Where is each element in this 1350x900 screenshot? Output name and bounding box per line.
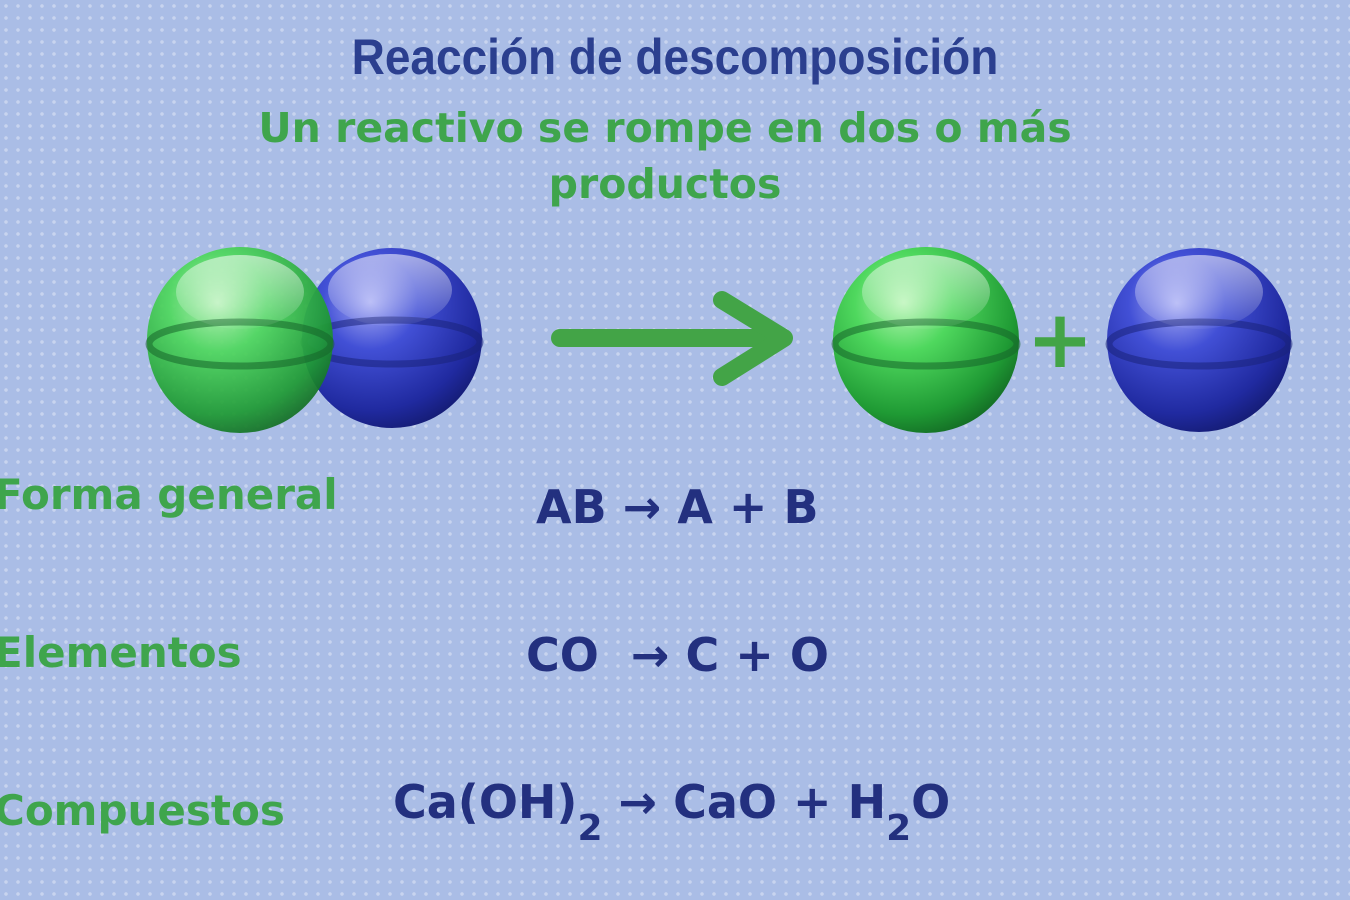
eq-reactant: AB: [536, 480, 607, 534]
equation-general-form: AB → A + B: [536, 480, 819, 534]
eq-plus: +: [728, 480, 768, 534]
eq-reactant-subscript: 2: [577, 808, 603, 849]
reaction-arrow-icon: [551, 291, 793, 386]
eq-product-2-end: O: [911, 775, 951, 829]
plus-sign: +: [1026, 293, 1093, 386]
eq-arrow-icon: →: [630, 628, 670, 682]
row-label-elements: Elementos: [0, 628, 242, 677]
eq-product-2: H: [847, 775, 887, 829]
eq-arrow-icon: →: [622, 480, 662, 534]
product-blue-sphere: [1105, 248, 1293, 432]
eq-plus: +: [735, 628, 774, 682]
eq-product-1: A: [677, 480, 713, 534]
reactant-green-sphere: [145, 247, 335, 433]
row-label-general-form: Forma general: [0, 470, 338, 519]
equation-elements: CO → C + O: [526, 628, 829, 682]
reactant-blue-sphere: [300, 248, 484, 428]
eq-product-2: B: [783, 480, 819, 534]
decomposition-diagram: +: [145, 247, 1293, 433]
eq-product-2: O: [789, 628, 829, 682]
page-subtitle: Un reactivo se rompe en dos o más produc…: [258, 104, 1072, 208]
row-label-compounds: Compuestos: [0, 786, 285, 835]
product-green-sphere: [831, 247, 1021, 433]
eq-plus: +: [793, 775, 832, 829]
page-title: Reacción de descomposición: [351, 29, 999, 85]
eq-product-2-subscript: 2: [886, 808, 912, 849]
eq-reactant: CO: [526, 628, 599, 682]
eq-product-1: C: [685, 628, 720, 682]
eq-reactant: Ca(OH): [393, 775, 578, 829]
eq-arrow-icon: →: [618, 775, 658, 829]
equation-compounds: Ca(OH)2 → CaO + H2O: [393, 775, 950, 849]
eq-product-1: CaO: [673, 775, 777, 829]
